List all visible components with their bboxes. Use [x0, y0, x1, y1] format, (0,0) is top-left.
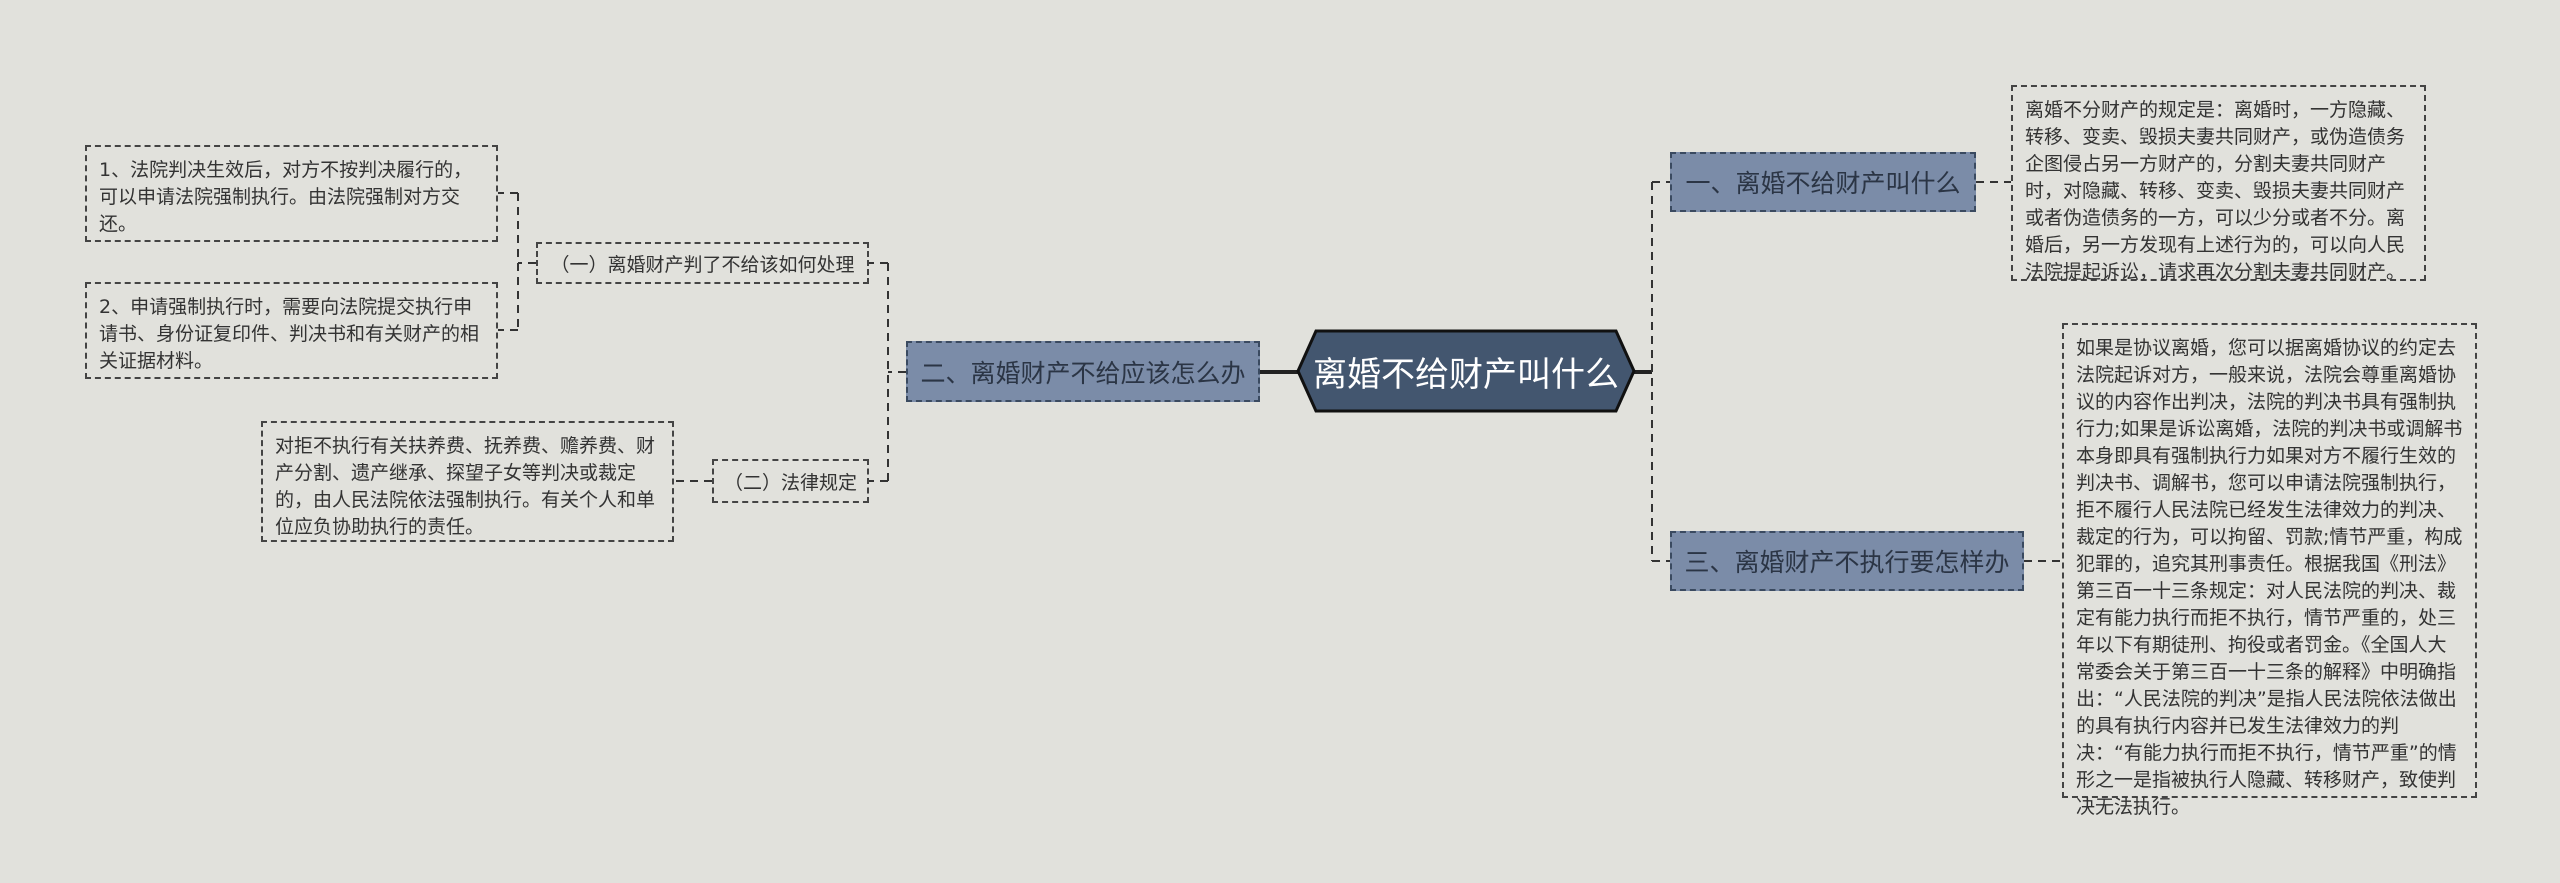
central-topic[interactable]: 离婚不给财产叫什么 [1313, 354, 1619, 395]
sub-2-1-item-2: 2、申请强制执行时，需要向法院提交执行申请书、身份证复印件、判决书和有关财产的相… [85, 282, 498, 379]
sub-node-2-1[interactable]: （一）离婚财产判了不给该如何处理 [536, 242, 869, 284]
branch-3-detail: 如果是协议离婚，您可以据离婚协议的约定去法院起诉对方，一般来说，法院会尊重离婚协… [2062, 323, 2477, 818]
branch-node-2[interactable]: 二、离婚财产不给应该怎么办 [906, 341, 1260, 402]
branch-node-3[interactable]: 三、离婚财产不执行要怎样办 [1670, 531, 2024, 591]
sub-2-1-item-1: 1、法院判决生效后，对方不按判决履行的，可以申请法院强制执行。由法院强制对方交还… [85, 145, 498, 242]
sub-node-2-2[interactable]: （二）法律规定 [712, 459, 869, 503]
branch-node-1[interactable]: 一、离婚不给财产叫什么 [1670, 152, 1976, 212]
central-node-shape [1296, 329, 1636, 413]
sub-2-2-detail: 对拒不执行有关扶养费、抚养费、赡养费、财产分割、遗产继承、探望子女等判决或裁定的… [261, 421, 674, 542]
branch-1-detail: 离婚不分财产的规定是：离婚时，一方隐藏、转移、变卖、毁损夫妻共同财产，或伪造债务… [2011, 85, 2426, 283]
